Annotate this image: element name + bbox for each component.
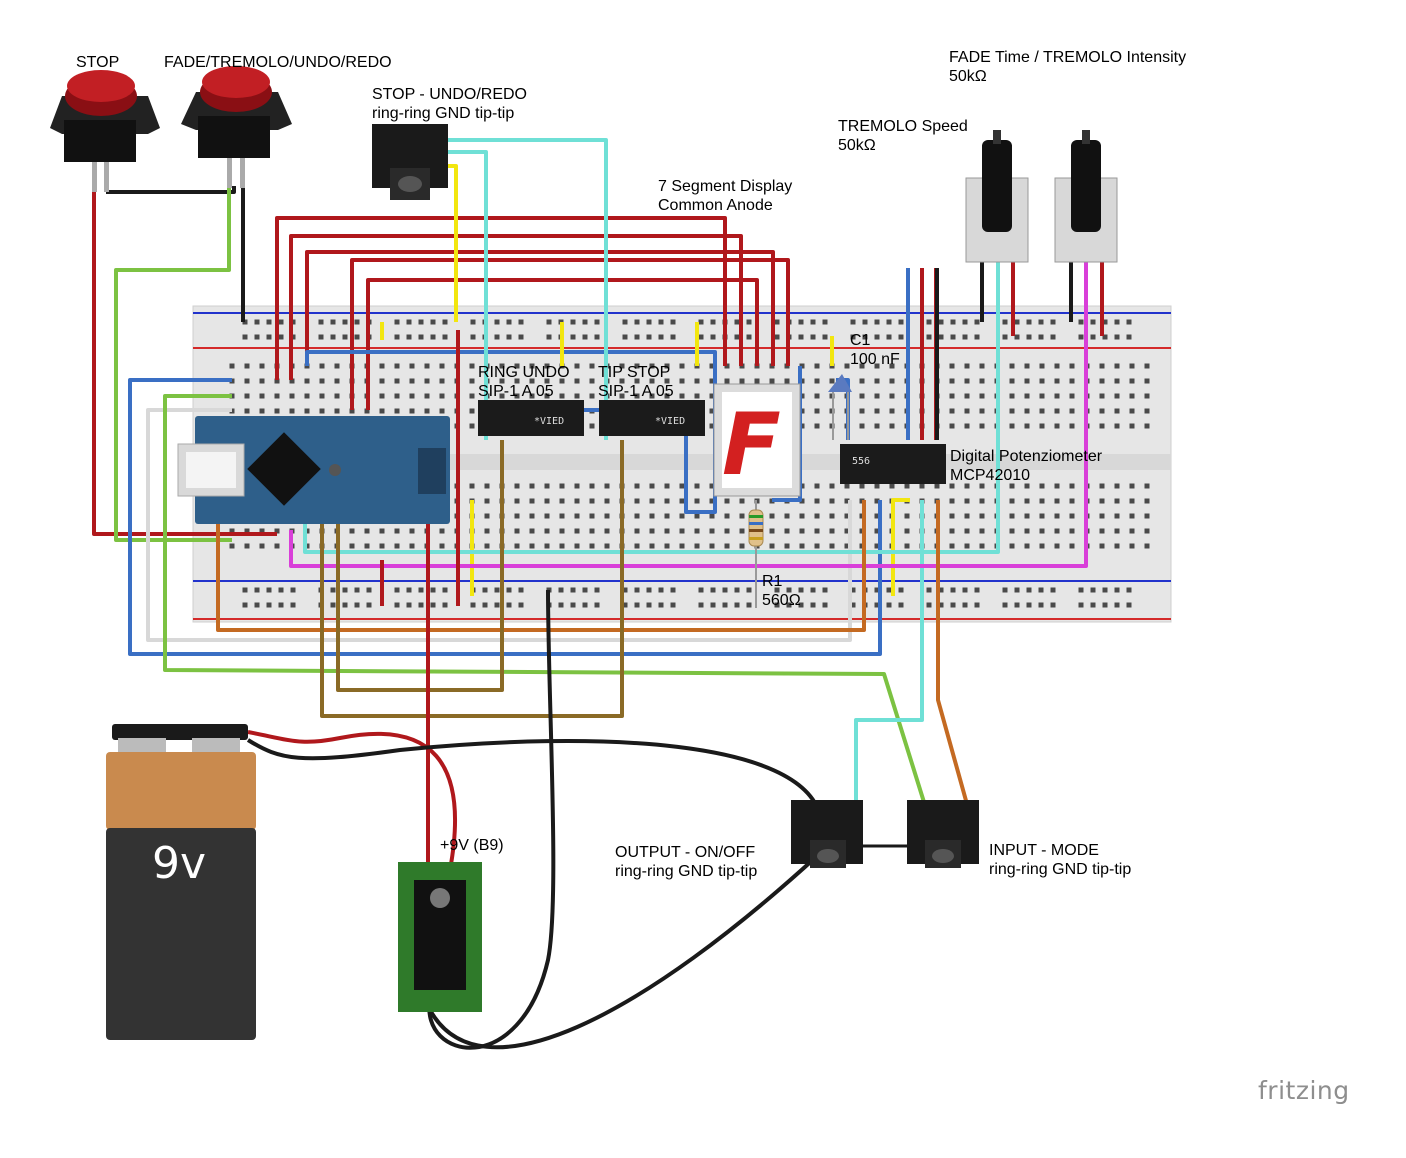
relay-ring-code: *VIED <box>534 416 564 427</box>
olive-wire-1 <box>336 440 504 692</box>
green-wire-fade <box>114 186 232 542</box>
digipot-chip-code: 556 <box>852 456 870 467</box>
relay-ring-undo <box>478 400 584 436</box>
black-wire-buttons <box>106 186 236 194</box>
relay-tip-stop <box>599 400 705 436</box>
seven-segment-display <box>713 383 801 497</box>
stop-button-label: STOP <box>76 54 120 71</box>
input-jack <box>907 800 979 868</box>
capacitor-c1 <box>828 374 852 440</box>
digital-potentiometer-chip <box>840 444 946 484</box>
red-wire-battery <box>247 730 458 871</box>
fade-button-label: FADE/TREMOLO/UNDO/REDO <box>164 54 392 71</box>
fade-time-pot <box>1054 130 1118 263</box>
red-wire-seg-2 <box>289 234 743 380</box>
cyan-wire-1 <box>396 138 608 440</box>
red-wire-seg-3 <box>305 250 775 366</box>
black-wire-gnd <box>427 589 556 1050</box>
tremolo-speed-pot <box>965 130 1029 263</box>
battery-9v <box>106 724 256 1040</box>
black-wire-battery <box>246 738 822 816</box>
black-wire-output <box>428 844 830 1050</box>
cyan-wire-out <box>854 500 924 815</box>
power-jack-board <box>398 862 482 1012</box>
cyan-wire-pot <box>303 262 1000 554</box>
red-wire-seg-5 <box>366 278 759 410</box>
fritzing-logo: fritzing <box>1258 1076 1350 1105</box>
red-wire-seg-4 <box>350 258 790 410</box>
red-wire-seg-1 <box>275 216 727 380</box>
stop-jack <box>372 124 448 200</box>
stop-button <box>50 70 160 192</box>
magenta-wire-pot <box>289 262 1088 568</box>
seven-segment-digit: F <box>722 395 781 495</box>
output-jack <box>791 800 863 868</box>
blue-wire-left-1 <box>128 378 882 656</box>
battery-label: 9v <box>152 838 207 889</box>
arduino-nano <box>177 416 450 524</box>
white-wire-left <box>146 408 852 642</box>
power-jack-label: +9V (B9) <box>440 837 504 854</box>
fade-button <box>181 66 292 188</box>
orange-wire-input <box>936 500 972 816</box>
orange-wire-1 <box>216 500 866 632</box>
resistor-r1 <box>748 500 764 608</box>
olive-wire-2 <box>320 440 624 718</box>
relay-tip-code: *VIED <box>655 416 685 427</box>
